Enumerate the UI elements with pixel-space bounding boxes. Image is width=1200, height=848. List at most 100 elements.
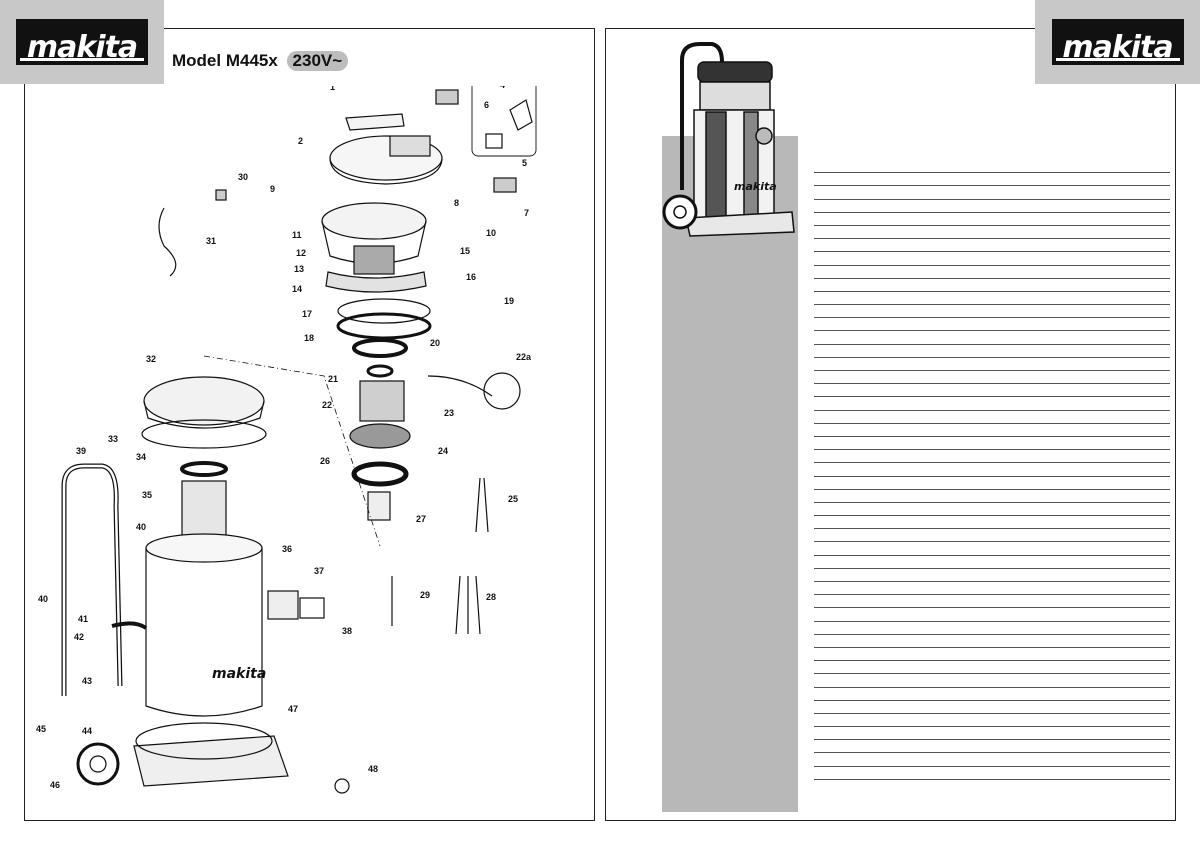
part-label: 32 — [146, 354, 156, 364]
left-page-frame — [24, 28, 595, 821]
part-label: 44 — [82, 726, 92, 736]
part-label: 2 — [298, 136, 303, 146]
logo-plate: makita — [16, 19, 148, 65]
part-label: 45 — [36, 724, 46, 734]
part-label: 28 — [486, 592, 496, 602]
note-line — [814, 767, 1170, 780]
note-line — [814, 477, 1170, 490]
note-line — [814, 608, 1170, 622]
notes-lines — [814, 160, 1170, 780]
brand-logo-right: makita — [1035, 0, 1200, 84]
part-label: 22 — [322, 400, 332, 410]
part-label: 10 — [486, 228, 496, 238]
part-label: 30 — [238, 172, 248, 182]
part-label: 34 — [136, 452, 146, 462]
part-label: 20 — [430, 338, 440, 348]
note-line — [814, 226, 1170, 240]
note-line — [814, 740, 1170, 754]
part-label: 6 — [484, 100, 489, 110]
model-label: Model M445x — [172, 51, 278, 70]
part-label: 18 — [304, 333, 314, 343]
note-line — [814, 503, 1170, 517]
part-label: 38 — [342, 626, 352, 636]
note-line — [814, 358, 1170, 371]
part-label: 25 — [508, 494, 518, 504]
note-line — [814, 582, 1170, 596]
note-line — [814, 186, 1170, 200]
part-label: 36 — [282, 544, 292, 554]
part-label: 8 — [454, 198, 459, 208]
part-label: 42 — [74, 632, 84, 642]
note-line — [814, 345, 1170, 358]
svg-text:makita: makita — [212, 666, 266, 682]
part-label: 19 — [504, 296, 514, 306]
logo-plate: makita — [1051, 19, 1184, 65]
note-line — [814, 213, 1170, 226]
svg-text:makita: makita — [734, 180, 777, 193]
part-label: 26 — [320, 456, 330, 466]
note-line — [814, 688, 1170, 701]
note-line — [814, 331, 1170, 345]
brand-logo-left: makita — [0, 0, 164, 84]
part-label: 27 — [416, 514, 426, 524]
note-line — [814, 305, 1170, 319]
part-label: 7 — [524, 208, 529, 218]
note-line — [814, 542, 1170, 556]
part-label: 14 — [292, 284, 302, 294]
part-label: 11 — [292, 230, 302, 240]
note-line — [814, 569, 1170, 582]
note-line — [814, 437, 1170, 451]
part-label: 40 — [38, 594, 48, 604]
note-line — [814, 727, 1170, 741]
part-label: 31 — [206, 236, 216, 246]
logo-underline — [1055, 58, 1180, 61]
part-label: 43 — [82, 676, 92, 686]
note-line — [814, 318, 1170, 332]
part-label: 9 — [270, 184, 275, 194]
note-line — [814, 397, 1170, 411]
note-line — [814, 266, 1170, 279]
part-label: 46 — [50, 780, 60, 790]
note-line — [814, 384, 1170, 398]
part-label: 35 — [142, 490, 152, 500]
voltage-badge: 230V~ — [286, 51, 349, 71]
part-label: 21 — [328, 374, 338, 384]
note-line — [814, 714, 1170, 728]
part-label: 13 — [294, 264, 304, 274]
part-label: 37 — [314, 566, 324, 576]
part-label: 5 — [522, 158, 527, 168]
part-label: 47 — [288, 704, 298, 714]
model-title: Model M445x 230V~ — [172, 51, 349, 71]
note-line — [814, 753, 1170, 767]
note-line — [814, 239, 1170, 253]
note-line — [814, 556, 1170, 569]
note-line — [814, 160, 1170, 174]
part-label: 17 — [302, 309, 312, 319]
note-line — [814, 292, 1170, 306]
part-label: 1 — [330, 86, 335, 92]
part-label: 16 — [466, 272, 476, 282]
part-label: 40 — [136, 522, 146, 532]
note-line — [814, 411, 1170, 424]
part-label: 39 — [76, 446, 86, 456]
note-line — [814, 635, 1170, 648]
part-callouts: 1 2 3 4 5 6 7 8 9 10 11 12 13 14 15 16 1… — [36, 86, 532, 790]
note-line — [814, 622, 1170, 635]
logo-underline — [20, 58, 144, 61]
logo-text: makita — [26, 30, 138, 65]
part-label: 41 — [78, 614, 88, 624]
note-line — [814, 674, 1170, 688]
exploded-parts-diagram: makita 1 2 3 4 5 6 7 8 9 10 11 12 13 — [36, 86, 537, 794]
note-line — [814, 371, 1170, 385]
product-illustration: makita — [662, 42, 795, 237]
note-line — [814, 490, 1170, 503]
part-label: 29 — [420, 590, 430, 600]
note-line — [814, 529, 1170, 543]
note-line — [814, 595, 1170, 609]
right-page-frame — [605, 28, 1176, 821]
side-gray-column — [662, 136, 798, 812]
part-label: 48 — [368, 764, 378, 774]
note-line — [814, 463, 1170, 477]
part-label: 23 — [444, 408, 454, 418]
part-label: 33 — [108, 434, 118, 444]
